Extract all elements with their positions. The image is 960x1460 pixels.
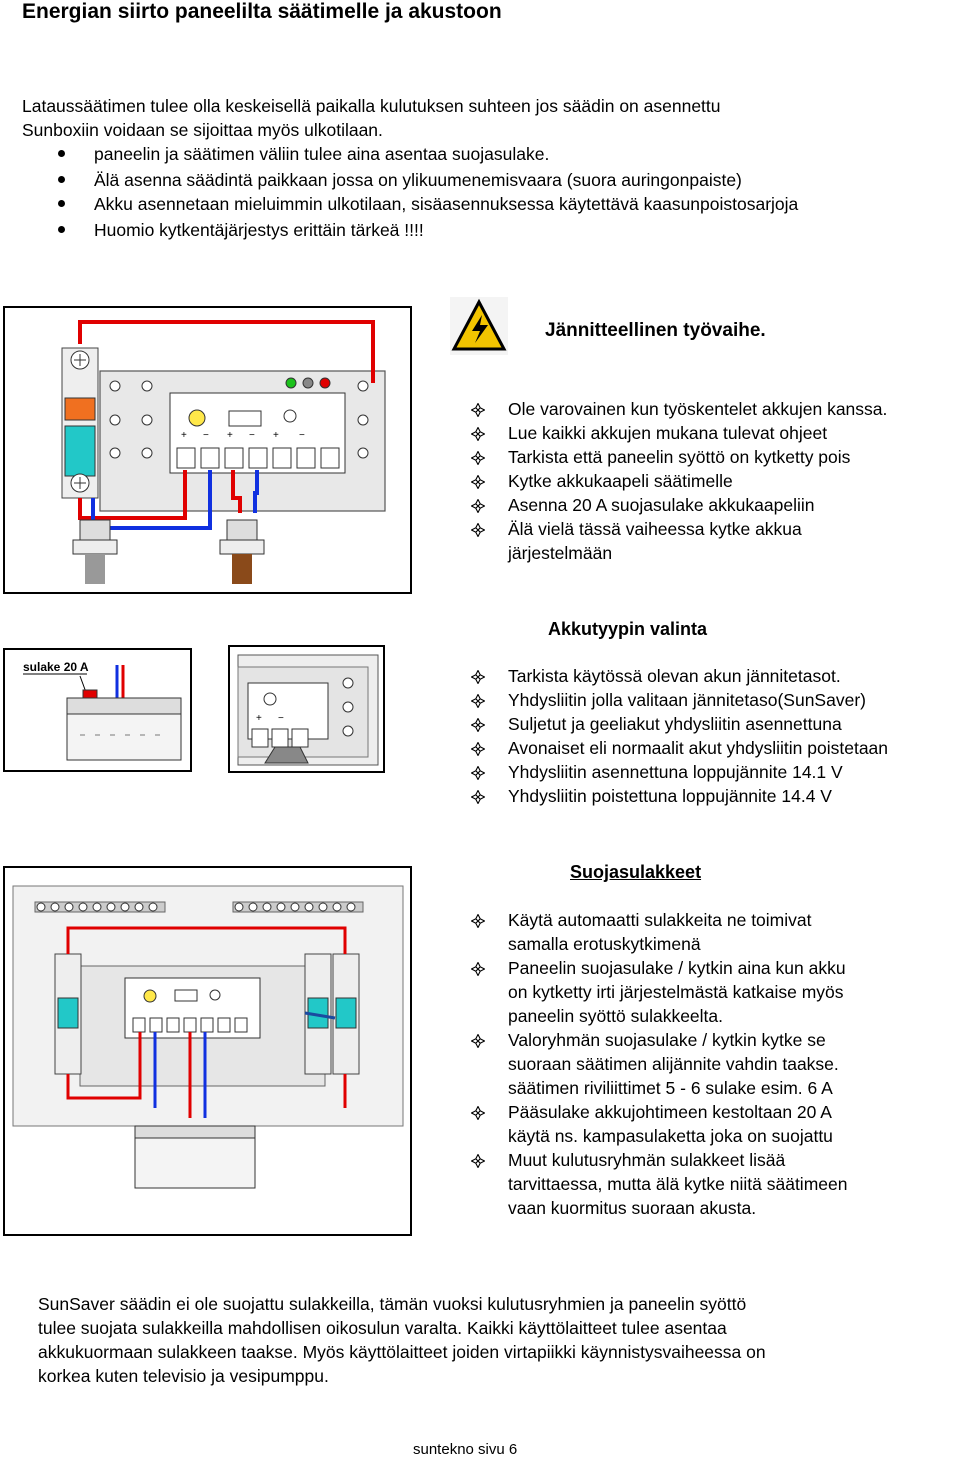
section1-heading: Jännitteellinen työvaihe.: [545, 320, 766, 341]
svg-text:+: +: [181, 430, 187, 441]
intro-bullet: Akku asennetaan mieluimmin ulkotilaan, s…: [94, 194, 799, 214]
footer-line: tulee suojata sulakkeilla mahdollisen oi…: [38, 1318, 727, 1338]
section3-line: paneelin syöttö sulakkeelta.: [508, 1006, 723, 1026]
section2-item: Tarkista käytössä olevan akun jännitetas…: [508, 666, 841, 686]
list-marker-icon: [471, 694, 485, 708]
list-marker-icon: [471, 914, 485, 928]
bullet-icon: [58, 176, 65, 183]
section2-item: Yhdysliitin jolla valitaan jännitetaso(S…: [508, 690, 866, 710]
section3-line: on kytketty irti järjestelmästä katkaise…: [508, 982, 844, 1002]
section3-line: suoraan säätimen alijännite vahdin taaks…: [508, 1054, 839, 1074]
list-marker-icon: [471, 427, 485, 441]
bullet-icon: [58, 226, 65, 233]
footer-line: akkukuormaan sulakkeen taakse. Myös käyt…: [38, 1342, 766, 1362]
svg-text:−: −: [203, 430, 209, 441]
svg-text:+: +: [256, 713, 262, 724]
section2-heading: Akkutyypin valinta: [548, 619, 708, 639]
section3-line: Pääsulake akkujohtimeen kestoltaan 20 A: [508, 1102, 832, 1122]
list-marker-icon: [471, 451, 485, 465]
bullet-icon: [58, 200, 65, 207]
svg-text:+: +: [227, 430, 233, 441]
section3-line: Käytä automaatti sulakkeita ne toimivat: [508, 910, 812, 930]
controller-wiring-illustration: + − + − + −: [61, 320, 386, 584]
fuse-label: sulake 20 A: [23, 660, 89, 674]
footer-line: SunSaver säädin ei ole suojattu sulakkei…: [38, 1294, 747, 1314]
section1-item: Lue kaikki akkujen mukana tulevat ohjeet: [508, 423, 828, 443]
section3-line: säätimen riviliittimet 5 - 6 sulake esim…: [508, 1078, 833, 1098]
bullet-icon: [58, 150, 65, 157]
intro-line-2: Sunboxiin voidaan se sijoittaa myös ulko…: [22, 120, 383, 140]
list-marker-icon: [471, 1034, 485, 1048]
battery-fuse-diagram: sulake 20 A: [3, 648, 192, 772]
intro-bullet: Älä asenna säädintä paikkaan jossa on yl…: [94, 170, 742, 190]
svg-text:−: −: [299, 430, 305, 441]
section2-item: Suljetut ja geeliakut yhdysliitin asenne…: [508, 714, 842, 734]
section3-line: Muut kulutusryhmän sulakkeet lisää: [508, 1150, 786, 1170]
list-marker-icon: [471, 766, 485, 780]
section3-line: käytä ns. kampasulaketta joka on suojatt…: [508, 1126, 833, 1146]
fuses-illustration: [12, 885, 404, 1189]
section1-item: Ole varovainen kun työskentelet akkujen …: [508, 399, 888, 419]
svg-text:−: −: [249, 430, 255, 441]
jumper-illustration: +−: [237, 654, 379, 766]
battery-type-jumper-diagram: +−: [228, 645, 385, 773]
page-footer: suntekno sivu 6: [413, 1441, 518, 1458]
svg-text:+: +: [273, 430, 279, 441]
list-marker-icon: [471, 1106, 485, 1120]
section1-item: Asenna 20 A suojasulake akkukaapeliin: [508, 495, 815, 515]
controller-wiring-diagram: + − + − + −: [3, 306, 412, 594]
section3-line: Paneelin suojasulake / kytkin aina kun a…: [508, 958, 846, 978]
section1-item: Älä vielä tässä vaiheessa kytke akkua: [508, 519, 802, 539]
intro-line-1: Lataussäätimen tulee olla keskeisellä pa…: [22, 96, 721, 116]
section1-item-continued: järjestelmään: [508, 543, 613, 563]
list-marker-icon: [471, 742, 485, 756]
svg-text:−: −: [278, 713, 284, 724]
list-marker-icon: [471, 523, 485, 537]
section1-item: Kytke akkukaapeli säätimelle: [508, 471, 733, 491]
intro-bullet: paneelin ja säätimen väliin tulee aina a…: [94, 144, 550, 164]
list-marker-icon: [471, 718, 485, 732]
battery-illustration: [23, 665, 182, 761]
section3-line: tarvittaessa, mutta älä kytke niitä säät…: [508, 1174, 848, 1194]
list-marker-icon: [471, 499, 485, 513]
list-marker-icon: [471, 475, 485, 489]
intro-bullet: Huomio kytkentäjärjestys erittäin tärkeä…: [94, 220, 424, 240]
section3-heading: Suojasulakkeet: [570, 862, 702, 882]
section2-item: Avonaiset eli normaalit akut yhdysliitin…: [508, 738, 889, 758]
section3-line: Valoryhmän suojasulake / kytkin kytke se: [508, 1030, 826, 1050]
section2-item: Yhdysliitin asennettuna loppujännite 14.…: [508, 762, 843, 782]
section1-item: Tarkista että paneelin syöttö on kytkett…: [508, 447, 851, 467]
list-marker-icon: [471, 403, 485, 417]
protective-fuses-diagram: [3, 866, 412, 1236]
section3-line: samalla erotuskytkimenä: [508, 934, 701, 954]
high-voltage-warning-icon: [450, 297, 508, 355]
footer-line: korkea kuten televisio ja vesipumppu.: [38, 1366, 329, 1386]
list-marker-icon: [471, 670, 485, 684]
footer-paragraph: SunSaver säädin ei ole suojattu sulakkei…: [38, 1292, 766, 1388]
section3-line: vaan kuormitus suoraan akusta.: [508, 1198, 757, 1218]
list-marker-icon: [471, 1154, 485, 1168]
section2-item: Yhdysliitin poistettuna loppujännite 14.…: [508, 786, 832, 806]
page-title: Energian siirto paneelilta säätimelle ja…: [22, 0, 502, 23]
intro-paragraph: Lataussäätimen tulee olla keskeisellä pa…: [22, 94, 721, 142]
list-marker-icon: [471, 962, 485, 976]
list-marker-icon: [471, 790, 485, 804]
